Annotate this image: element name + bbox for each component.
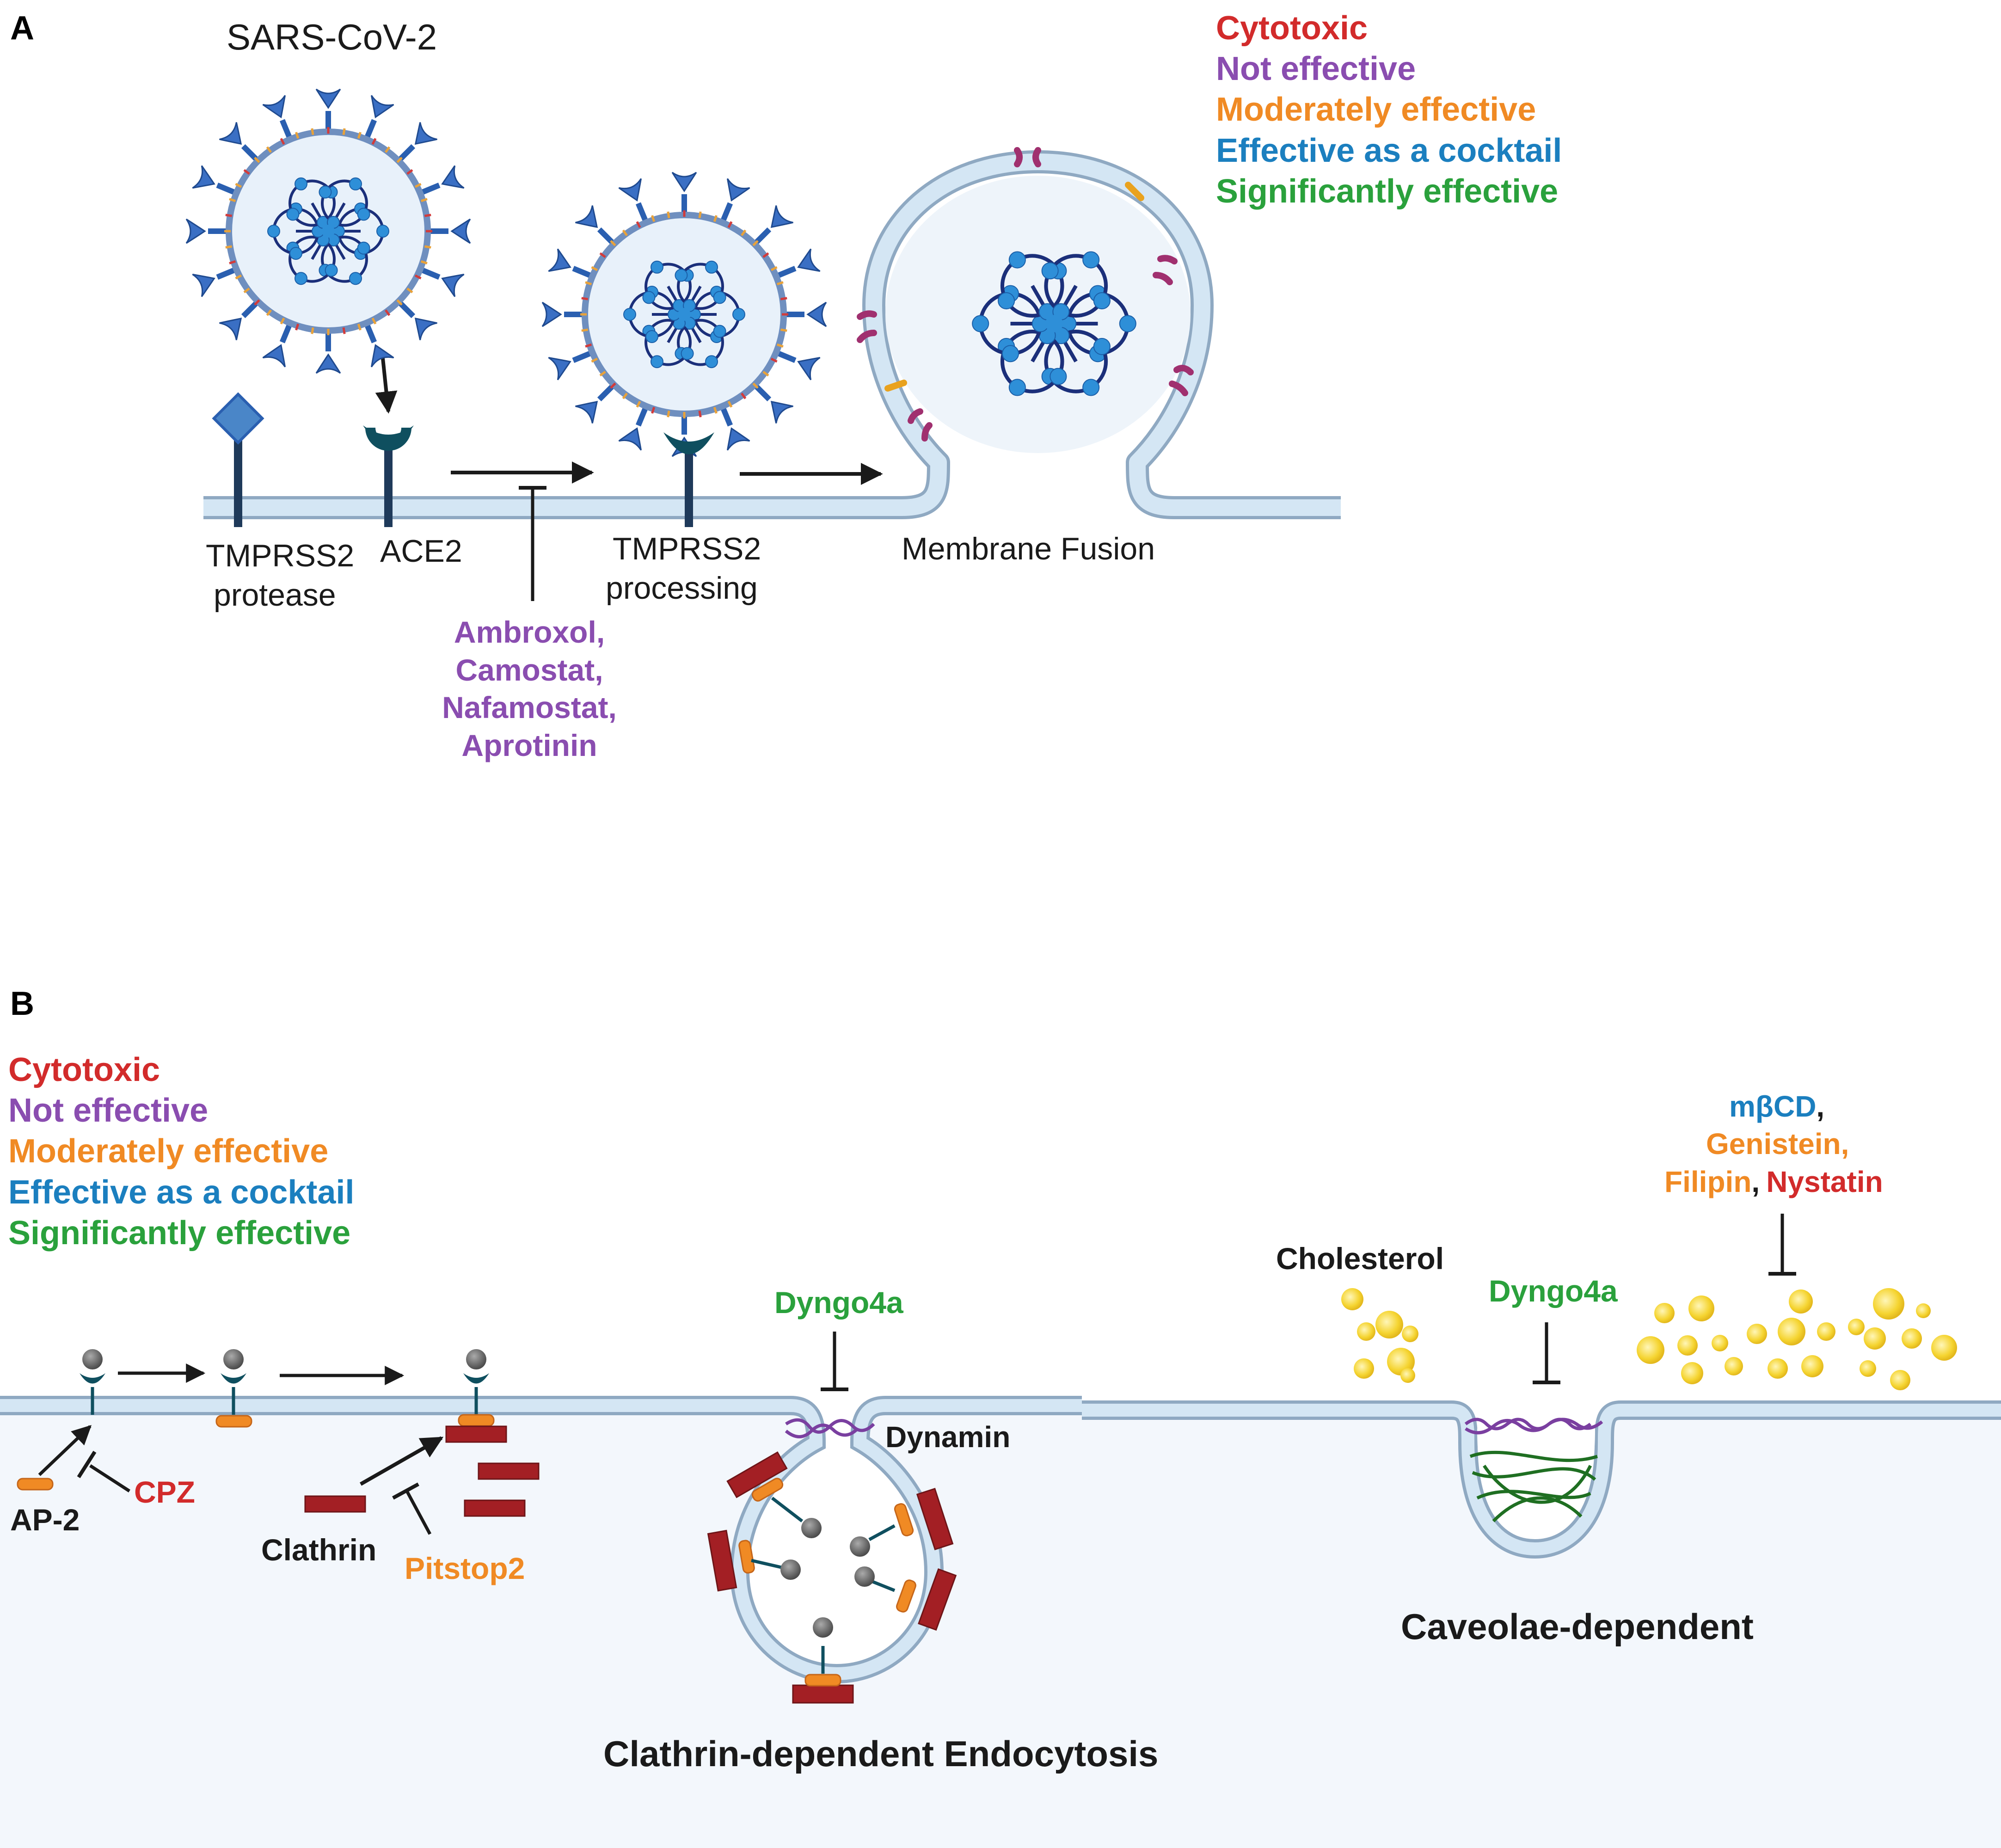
dynamin-label: Dynamin — [885, 1420, 1010, 1454]
vesicle-cargo-receptors — [751, 1497, 896, 1674]
cholesterol-label: Cholesterol — [1276, 1241, 1444, 1276]
dyngo4a-caveolae-label: Dyngo4a — [1489, 1274, 1618, 1308]
cpz-label: CPZ — [134, 1475, 195, 1509]
ap2-bound-step-2 — [215, 1415, 252, 1428]
vesicle-ap2 — [738, 1478, 916, 1687]
receptor-step-2 — [215, 1349, 252, 1428]
panel-b-letter: B — [10, 985, 34, 1022]
caveolin-coat — [1469, 1450, 1598, 1523]
ace2-label: ACE2 — [380, 534, 462, 569]
ap2-bound-step-3 — [458, 1414, 495, 1427]
membrane-b-inner — [0, 1399, 2001, 1681]
legend-a-effective-cocktail: Effective as a cocktail — [1216, 132, 1562, 169]
cholesterol-cluster-right — [1637, 1288, 1957, 1390]
nystatin-label: Nystatin — [1766, 1165, 1883, 1198]
receptor-step-1 — [80, 1349, 105, 1415]
protease-label: protease — [214, 577, 336, 613]
genistein-label: Genistein, — [1706, 1127, 1849, 1160]
fusion-orange-markers — [884, 182, 1144, 392]
ap2-recruit-arrow — [38, 1425, 92, 1476]
clathrin-vesicle-lumen — [751, 1461, 922, 1662]
virus-title: SARS-CoV-2 — [227, 17, 437, 57]
pitstop2-label: Pitstop2 — [405, 1551, 525, 1585]
vesicle-clathrin-coat — [707, 1451, 957, 1704]
legend-a-moderately-effective: Moderately effective — [1216, 91, 1536, 128]
inhibitor-aprotinin: Aprotinin — [461, 728, 597, 762]
panel-a-letter: A — [10, 10, 34, 47]
tmprss2-inhibitors: Ambroxol, Camostat, Nafamostat, Aprotini… — [442, 615, 617, 762]
clathrin-free-2 — [464, 1499, 526, 1517]
caveola-dynamin — [1464, 1418, 1603, 1435]
svg-text:Filipin,Nystatin: Filipin,Nystatin — [1664, 1165, 1883, 1198]
legend-b-significantly-effective: Significantly effective — [8, 1215, 350, 1252]
mbcd-label: mβCD — [1729, 1090, 1816, 1123]
cholesterol-cluster-left — [1341, 1288, 1418, 1383]
dyngo4a-caveolae-inhibition — [1533, 1322, 1560, 1384]
svg-text:mβCD,: mβCD, — [1729, 1090, 1824, 1123]
inhibitor-ambroxol: Ambroxol, — [454, 615, 605, 649]
clathrin-free-1 — [478, 1462, 540, 1480]
legend-b-cytotoxic: Cytotoxic — [8, 1051, 160, 1088]
membrane-fusion-label: Membrane Fusion — [902, 531, 1155, 566]
inhibitor-camostat: Camostat, — [455, 653, 603, 687]
clathrin-bound-step-3 — [445, 1425, 507, 1443]
sars-cov-2-virus-1 — [185, 88, 471, 374]
legend-a-significantly-effective: Significantly effective — [1216, 173, 1558, 210]
legend-b-moderately-effective: Moderately effective — [8, 1133, 328, 1170]
clathrin-title: Clathrin-dependent Endocytosis — [603, 1733, 1158, 1774]
inhibitor-nafamostat: Nafamostat, — [442, 690, 617, 724]
fusion-membrane-proteins — [857, 147, 1194, 442]
legend-b: Cytotoxic Not effective Moderately effec… — [8, 1051, 354, 1252]
legend-a-not-effective: Not effective — [1216, 50, 1416, 87]
cpz-inhibition — [77, 1450, 130, 1492]
dyngo4a-clathrin-label: Dyngo4a — [774, 1285, 904, 1320]
coated-vesicle-proteins — [707, 1451, 957, 1704]
free-clathrin — [304, 1462, 540, 1517]
processing-label: processing — [606, 571, 758, 606]
tmprss2-protease — [212, 392, 264, 527]
ap2-label: AP-2 — [10, 1503, 80, 1537]
receptor-step-3 — [445, 1349, 507, 1443]
panel-b: B Cytotoxic Not effective Moderately eff… — [0, 985, 2001, 1848]
mbcd-comma: , — [1816, 1090, 1824, 1123]
ap2-free — [17, 1478, 54, 1491]
legend-a: Cytotoxic Not effective Moderately effec… — [1216, 10, 1562, 210]
caveolae-title: Caveolae-dependent — [1401, 1606, 1754, 1647]
fusion-rna-genome — [972, 251, 1136, 396]
filipin-comma: , — [1751, 1165, 1760, 1198]
clathrin-free-3 — [304, 1495, 366, 1513]
clathrin-recruit-arrow — [360, 1436, 444, 1486]
sars-cov-2-virus-2 — [541, 172, 827, 457]
ace2-bound-receptor — [663, 432, 714, 527]
legend-b-not-effective: Not effective — [8, 1092, 208, 1129]
legend-a-cytotoxic: Cytotoxic — [1216, 10, 1368, 47]
legend-b-effective-cocktail: Effective as a cocktail — [8, 1174, 354, 1211]
processing-tmprss2-label: TMPRSS2 — [613, 531, 761, 566]
ace2-receptor — [363, 425, 414, 527]
caveolae-drugs: mβCD, Genistein, Filipin,Nystatin — [1664, 1090, 1883, 1198]
virus-to-ace2-arrow — [375, 358, 398, 414]
tmprss2-label: TMPRSS2 — [206, 538, 354, 573]
pitstop2-inhibition — [392, 1482, 432, 1535]
dynamin-ring — [785, 1418, 875, 1438]
clathrin-label: Clathrin — [261, 1533, 376, 1567]
dyngo4a-clathrin-inhibition — [821, 1332, 848, 1391]
cholesterol-inhibition — [1768, 1214, 1796, 1276]
filipin-label: Filipin — [1664, 1165, 1751, 1198]
vesicle-cargo — [780, 1518, 875, 1638]
panel-a: A SARS-CoV-2 Cytotoxic Not effective Mod… — [10, 10, 1562, 762]
tmprss2-inhibition — [519, 486, 546, 601]
